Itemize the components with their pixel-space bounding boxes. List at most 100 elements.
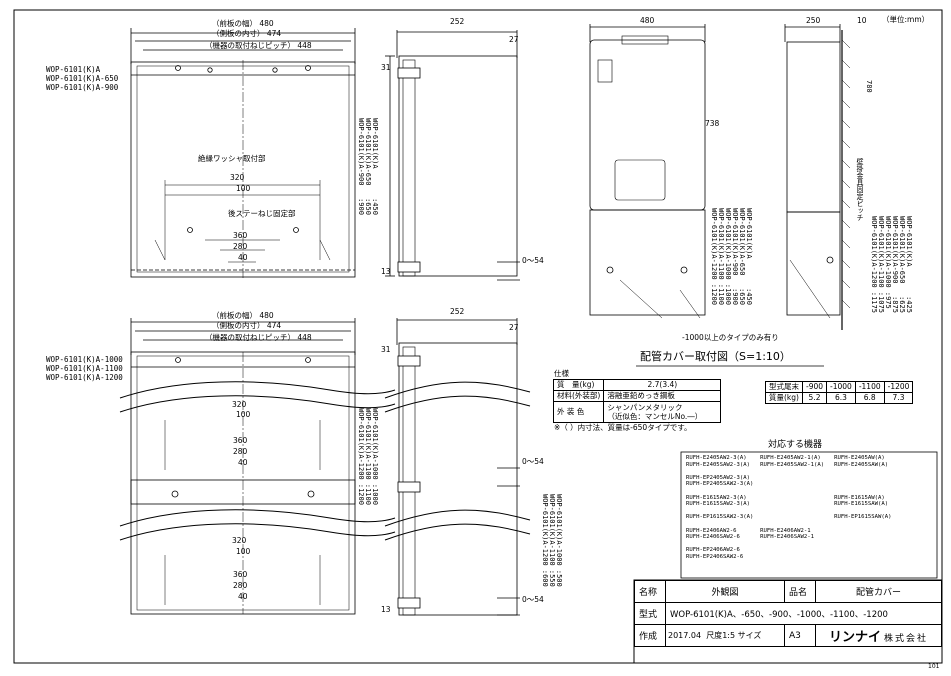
height-list: WOP-6101(K)A-1000 :1000 WOP-6101(K)A-110… bbox=[357, 408, 379, 505]
compatible-line: RUFH-EP2405SAW2-3(A) bbox=[686, 481, 754, 488]
model-label: WOP-6101(K)A bbox=[46, 65, 101, 74]
date-value: 2017.04 bbox=[668, 631, 702, 640]
weight-header: -1100 bbox=[854, 381, 885, 393]
weight-header: -1200 bbox=[883, 381, 914, 393]
dim-label: 360 bbox=[233, 231, 248, 240]
dim-front-width: （前板の幅） 480 bbox=[212, 311, 274, 320]
compatible-list: RUFH-E2405AW2-3(A) RUFH-E2405AW2-1(A) RU… bbox=[686, 455, 891, 561]
dim-label: 280 bbox=[233, 581, 248, 590]
dim-label: 40 bbox=[238, 592, 248, 601]
heights-front: WOP-6101(K)A :450 WOP-6101(K)A-650 :650 … bbox=[710, 208, 753, 305]
dim-27: 27 bbox=[509, 35, 519, 44]
height-list: WOP-6101(K)A-1000 :500 WOP-6101(K)A-1100… bbox=[541, 494, 563, 587]
spec-value: 2.7(3.4) bbox=[603, 379, 722, 391]
name-label: 名称 bbox=[634, 580, 666, 603]
page-code: 101 bbox=[928, 663, 940, 670]
model-value: WOP-6101(K)A、-650、-900、-1000、-1100、-1200 bbox=[665, 602, 942, 625]
weight-cell: 5.2 bbox=[801, 392, 828, 404]
dim-side-inner: （側板の内寸） 474 bbox=[212, 29, 282, 38]
model-label: WOP-6101(K)A-1200 bbox=[46, 373, 123, 382]
dim-range: 0〜54 bbox=[522, 457, 544, 466]
spec-heading: 仕様 bbox=[554, 369, 569, 378]
dim-label: 100 bbox=[236, 547, 251, 556]
height-list: WOP-6101(K)A :450 WOP-6101(K)A-650 :650 … bbox=[357, 118, 379, 215]
size-label: サイズ bbox=[737, 631, 762, 640]
spec-note: ※（ ）内寸法、質量は-650タイプです。 bbox=[554, 423, 692, 432]
label-stay: 後ステーねじ固定部 bbox=[228, 209, 296, 218]
compatible-line bbox=[686, 488, 891, 495]
company-suffix: 株式会社 bbox=[883, 634, 928, 644]
company-logo: リンナイ bbox=[829, 630, 882, 645]
weight-cell: 質量(kg) bbox=[765, 392, 803, 404]
label-wall-pitch: 壁掛金具固定ピッチ bbox=[856, 158, 864, 221]
compatible-line: RUFH-EP2405AW2-3(A) bbox=[686, 474, 750, 481]
install-side-view bbox=[784, 24, 851, 330]
bottom-side-view bbox=[384, 318, 531, 616]
top-side-view bbox=[385, 30, 520, 281]
heights-side: WOP-6101(K)A :425 WOP-6101(K)A-650 :625 … bbox=[870, 216, 913, 313]
company-cell: リンナイ 株式会社 bbox=[815, 624, 942, 647]
dim-label: 320 bbox=[232, 400, 247, 409]
dim-label: 360 bbox=[233, 570, 248, 579]
model-label: WOP-6101(K)A-900 bbox=[46, 83, 119, 92]
dim-label: 100 bbox=[236, 410, 251, 419]
dim-screw-pitch: （機器の取付ねじピッチ） 448 bbox=[205, 333, 312, 342]
dim-780: 780 bbox=[865, 80, 873, 93]
dim-label: 100 bbox=[236, 184, 251, 193]
size-value: A3 bbox=[784, 624, 816, 647]
compatible-line bbox=[686, 468, 891, 475]
model-label-cell: 型式 bbox=[634, 602, 666, 625]
model-label: WOP-6101(K)A-650 bbox=[46, 74, 119, 83]
units-note: （単位:mm） bbox=[882, 15, 930, 24]
model-label: WOP-6101(K)A-1100 bbox=[46, 364, 123, 373]
item-label: 品名 bbox=[784, 580, 816, 603]
dim-screw-pitch: （機器の取付ねじピッチ） 448 bbox=[205, 41, 312, 50]
spec-label: 外 装 色 bbox=[552, 401, 605, 423]
install-caption: 配管カバー取付図（S=1:10） bbox=[640, 350, 791, 363]
dim-13: 13 bbox=[381, 267, 391, 276]
item-value: 配管カバー bbox=[815, 580, 942, 603]
spec-value: シャンパンメタリック （近似色：マンセルNo.―） bbox=[603, 401, 722, 423]
dim-depth: 252 bbox=[450, 307, 465, 316]
weight-table: 型式尾末 -900 -1000 -1100 -1200 質量(kg) 5.2 6… bbox=[765, 381, 914, 404]
spec-label: 質 量(kg) bbox=[552, 379, 605, 391]
bottom-front-view bbox=[119, 318, 396, 615]
dim-31: 31 bbox=[381, 63, 391, 72]
compatible-line bbox=[686, 541, 891, 548]
compatible-line: RUFH-E1615SAW2-3(A) RUFH-E1615SAW(A) bbox=[686, 501, 889, 508]
top-front-view bbox=[130, 28, 356, 280]
install-front-view bbox=[589, 24, 706, 319]
dim-label: 320 bbox=[230, 173, 245, 182]
model-label: WOP-6101(K)A-1000 bbox=[46, 355, 123, 364]
dim-738: 738 bbox=[705, 119, 720, 128]
dim-480: 480 bbox=[640, 16, 655, 25]
spec-table: 質 量(kg)2.7(3.4) 材料(外装部)溶融亜鉛めっき鋼板 外 装 色シャ… bbox=[552, 379, 722, 423]
compatible-line: RUFH-E2406AW2-6 RUFH-E2406AW2-1 bbox=[686, 527, 811, 534]
scale-value: 1:5 bbox=[722, 631, 736, 640]
label-1000-only: -1000以上のタイプのみ有り bbox=[682, 333, 779, 342]
date-label: 作成 bbox=[634, 624, 666, 647]
dim-label: 40 bbox=[238, 253, 248, 262]
weight-header: 型式尾末 bbox=[765, 381, 803, 393]
dim-label: 360 bbox=[233, 436, 248, 445]
dim-27: 27 bbox=[509, 323, 519, 332]
dim-side-inner: （側板の内寸） 474 bbox=[212, 321, 282, 330]
dim-range: 0〜54 bbox=[522, 595, 544, 604]
dim-label: 40 bbox=[238, 458, 248, 467]
dim-250: 250 bbox=[806, 16, 821, 25]
dim-depth: 252 bbox=[450, 17, 465, 26]
compatible-line bbox=[686, 508, 891, 515]
compatible-line: RUFH-E1615AW2-3(A) RUFH-E1615AW(A) bbox=[686, 494, 885, 501]
dim-range: 0〜54 bbox=[522, 256, 544, 265]
scale-label: 尺度 bbox=[706, 631, 723, 640]
dim-label: 320 bbox=[232, 536, 247, 545]
spec-value: 溶融亜鉛めっき鋼板 bbox=[603, 390, 722, 402]
title-block: 名称 外観図 品名 配管カバー 型式 WOP-6101(K)A、-650、-90… bbox=[634, 580, 942, 647]
weight-cell: 6.8 bbox=[854, 392, 885, 404]
compatible-line: RUFH-E2405AW2-3(A) RUFH-E2405AW2-1(A) RU… bbox=[686, 455, 885, 461]
compatible-line: RUFH-E2406SAW2-6 RUFH-E2406SAW2-1 bbox=[686, 534, 814, 541]
label-washer: 絶縁ワッシャ取付部 bbox=[198, 154, 266, 163]
compatible-line: RUFH-EP1615SAW2-3(A) RUFH-EP1615SAW(A) bbox=[686, 514, 892, 521]
